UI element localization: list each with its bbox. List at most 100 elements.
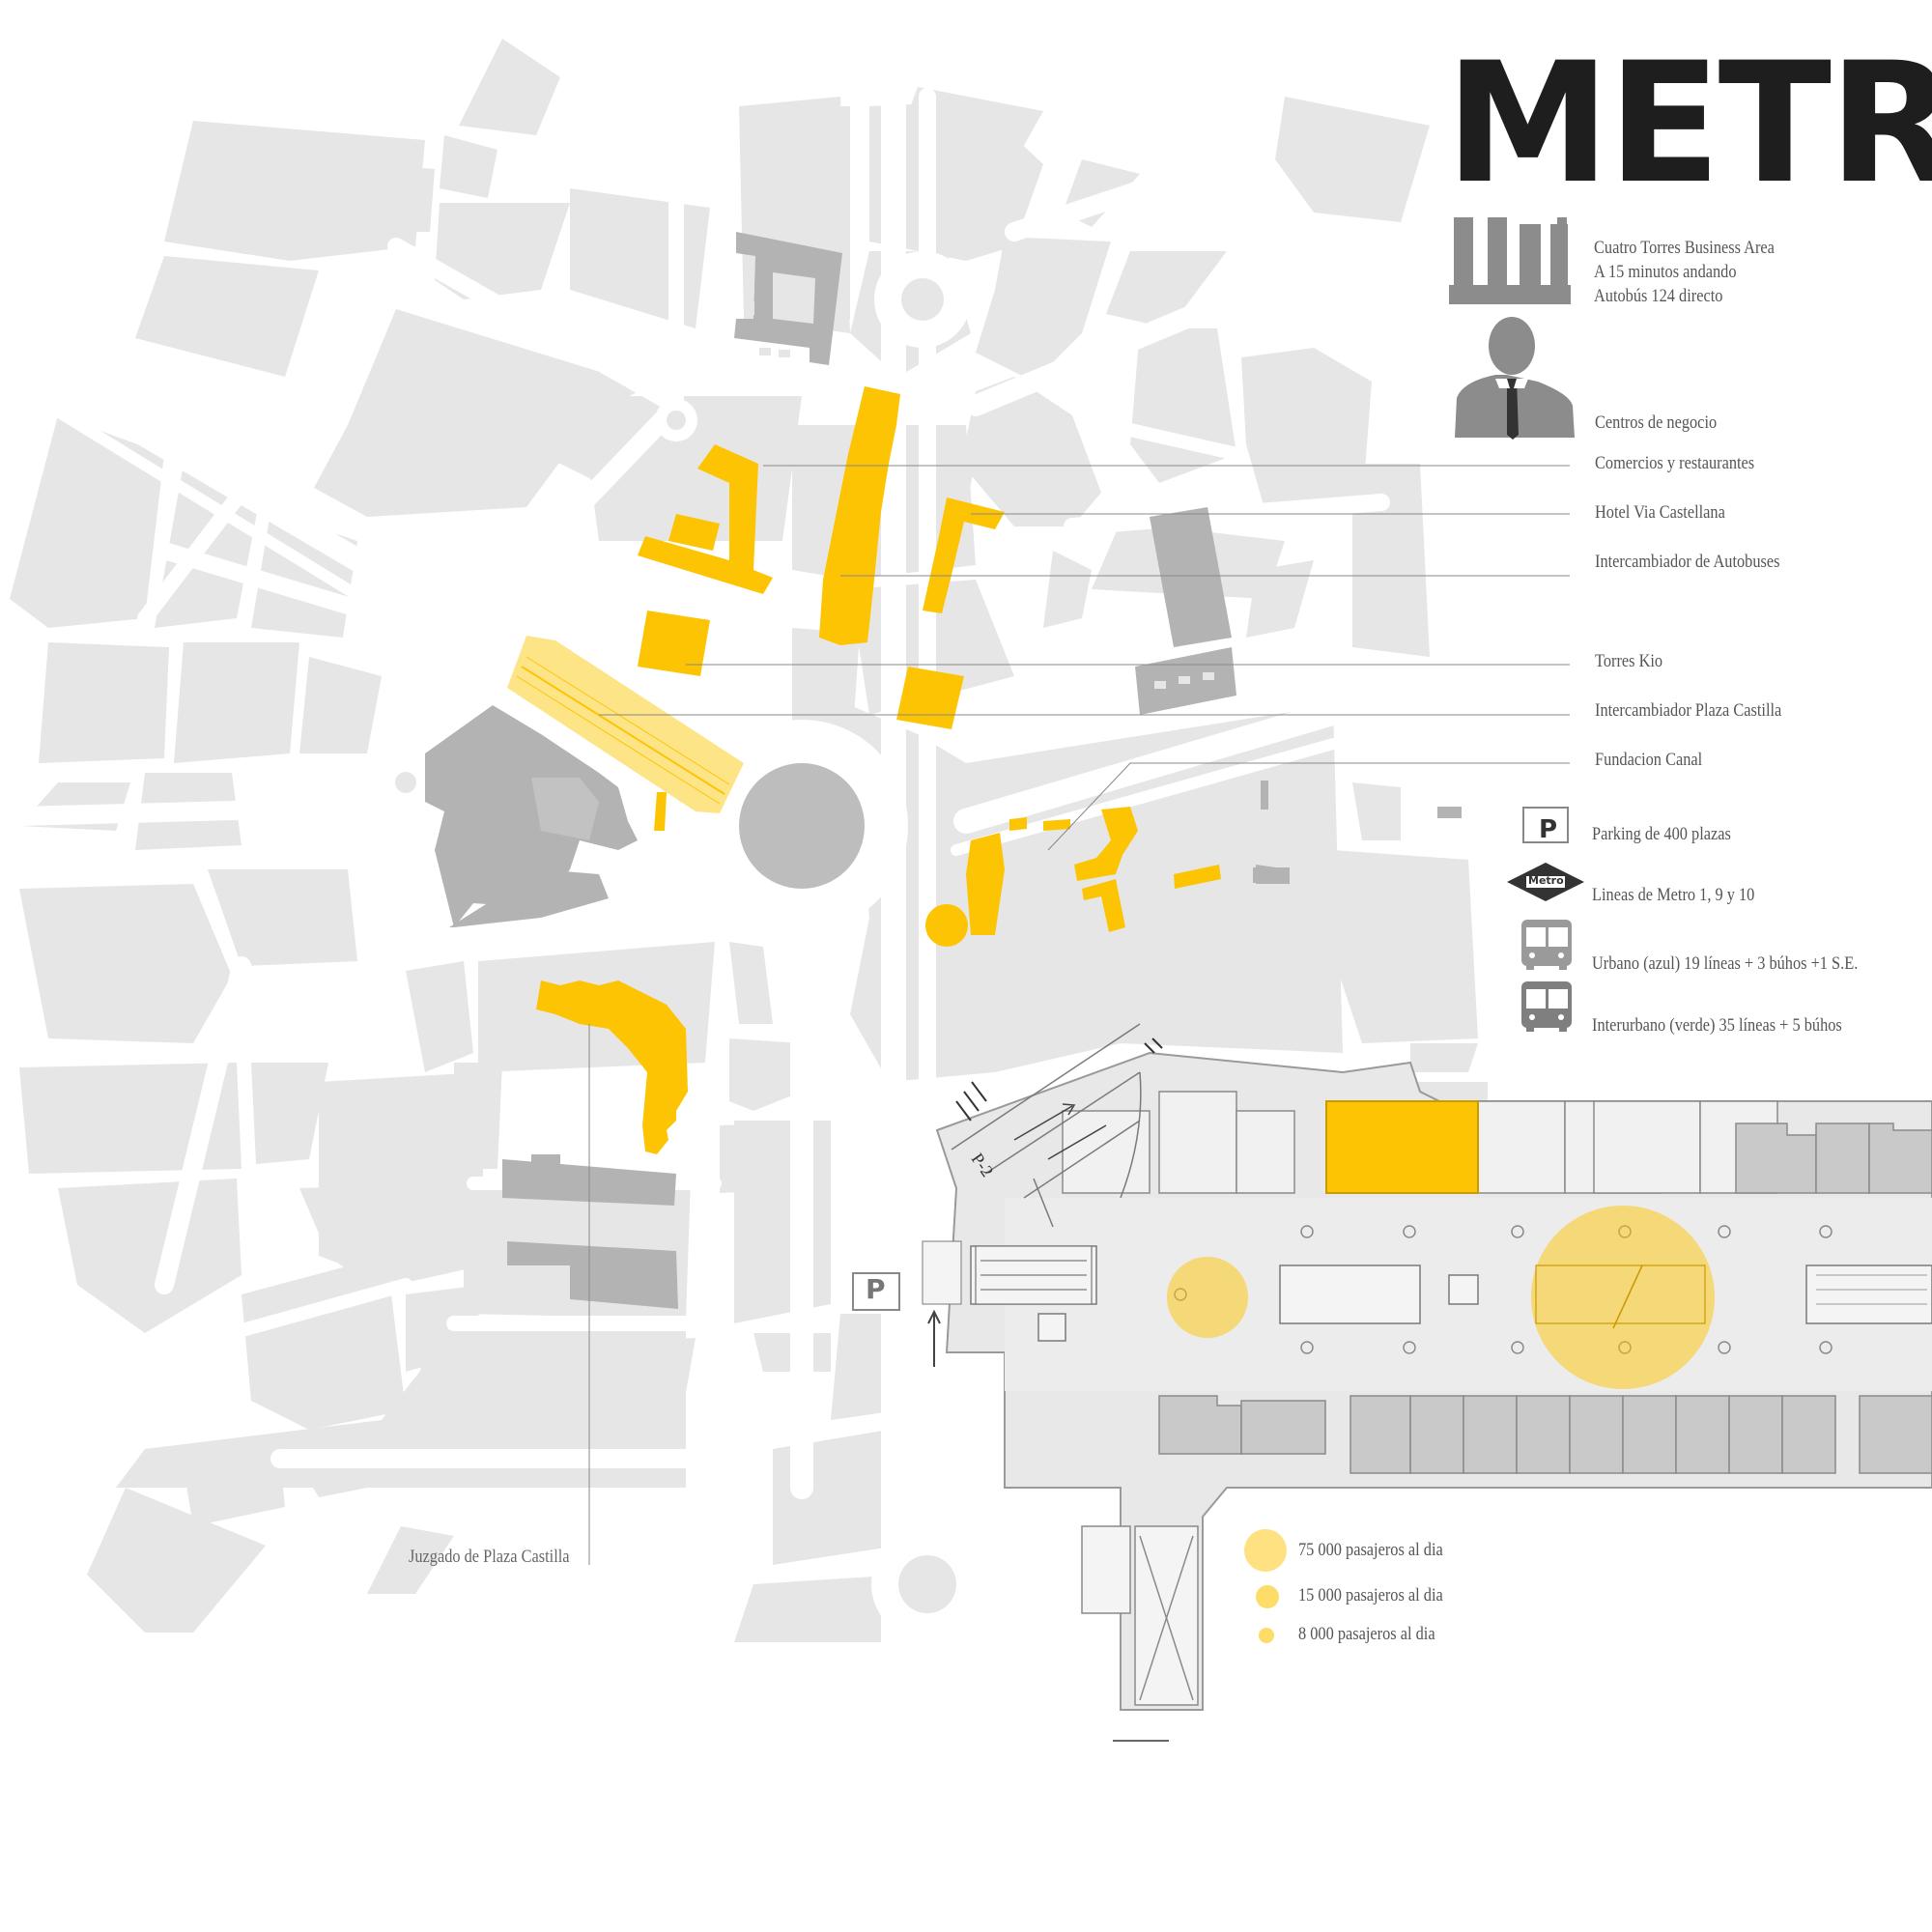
plan-entry-arrowhead: [927, 1309, 941, 1324]
hatch: [971, 1081, 987, 1102]
plan-entrance: [951, 1023, 1142, 1228]
passenger-circle-8000: [1259, 1628, 1274, 1643]
building-windows: [746, 280, 1214, 689]
passengers-75000: 75 000 pasajeros al dia: [1298, 1540, 1443, 1560]
city-block: [729, 1038, 802, 1111]
plan-column: [1300, 1225, 1314, 1238]
hatch: [963, 1091, 980, 1112]
city-block: [1246, 560, 1314, 638]
comercios-block-2: [668, 514, 720, 551]
intercambiador-line: [526, 656, 730, 785]
hatch: [1144, 1042, 1155, 1054]
plan-passenger-circle-large: [1531, 1206, 1715, 1389]
city-block: [1333, 850, 1478, 1043]
plan-room: [1409, 1395, 1464, 1474]
service-parking: Parking de 400 plazas: [1592, 824, 1731, 844]
ramp-arrowhead: [1062, 1103, 1076, 1116]
plan-room: [1236, 1110, 1295, 1194]
callout-plaza-castilla: Intercambiador Plaza Castilla: [1595, 700, 1782, 721]
bus-icon: [1521, 920, 1572, 970]
road: [965, 250, 1334, 416]
plan-column: [1403, 1341, 1416, 1354]
plan-column: [1511, 1341, 1524, 1354]
roundabout-south-center: [898, 1555, 956, 1613]
fundacion-canal-block: [966, 833, 1005, 935]
building-hotel-gray: [1150, 507, 1232, 647]
parking-icon: [1522, 807, 1569, 843]
passengers-8000: 8 000 pasajeros al dia: [1298, 1624, 1435, 1644]
floor-plan: [852, 1023, 1932, 1742]
plan-passenger-circle-medium: [1167, 1257, 1248, 1338]
service-metro: Lineas de Metro 1, 9 y 10: [1592, 885, 1755, 905]
city-block: [1352, 782, 1401, 840]
hatch: [1139, 1535, 1194, 1701]
window: [1203, 672, 1214, 680]
city-block: [39, 642, 169, 763]
road: [951, 738, 1339, 856]
passenger-circle-75000: [1244, 1529, 1287, 1572]
city-block: [19, 1063, 242, 1174]
intercambiador-line: [521, 666, 725, 795]
city-block: [961, 377, 1101, 526]
window: [779, 350, 790, 357]
plan-shaft-body: [1134, 1525, 1199, 1706]
plan-wall: [951, 1023, 1141, 1151]
city-block: [869, 101, 1043, 261]
comercios-block: [638, 444, 773, 594]
intercambiador-line: [516, 675, 721, 805]
plan-room: [1622, 1395, 1677, 1474]
city-block: [1275, 97, 1430, 222]
intercambiador-autobuses: [819, 386, 900, 645]
callout-comercios: Comercios y restaurantes: [1595, 453, 1755, 473]
building-east-slab: [1253, 867, 1290, 883]
metro-logo-icon: [1507, 863, 1584, 901]
window: [1154, 681, 1166, 689]
city-block: [729, 942, 773, 1024]
skyscraper-icon: [1449, 217, 1571, 304]
plan-shops-south: [1158, 1395, 1932, 1474]
plan-elevator: [1448, 1274, 1479, 1305]
plan-ramp-arrows: [1013, 1103, 1107, 1160]
building-plaza-complex: [425, 705, 638, 927]
plan-shops-north-gray: [1735, 1122, 1932, 1194]
callout-torres-kio: Torres Kio: [1595, 651, 1663, 671]
road: [1236, 144, 1334, 271]
plan-room: [1463, 1395, 1518, 1474]
plan-room: [1516, 1395, 1571, 1474]
service-urbano: Urbano (azul) 19 líneas + 3 búhos +1 S.E…: [1592, 953, 1859, 974]
road: [137, 446, 278, 626]
passengers-15000: 15 000 pasajeros al dia: [1298, 1585, 1443, 1605]
leader-fundacion: [1047, 762, 1570, 851]
intercambiador-plaza-castilla: [507, 636, 744, 813]
plan-room: [1569, 1395, 1624, 1474]
plan-column: [1511, 1225, 1524, 1238]
city-block: [174, 642, 299, 763]
passenger-legend: [1244, 1529, 1287, 1643]
building-plaza-complex-2: [531, 778, 599, 840]
city-block: [541, 1338, 696, 1430]
city-block: [319, 1072, 483, 1285]
city-block: [1043, 551, 1092, 628]
callout-fundacion-canal: Fundacion Canal: [1595, 750, 1703, 770]
city-block: [440, 135, 497, 198]
city-block: [1410, 1043, 1478, 1072]
city-block: [1352, 464, 1430, 657]
plan-escalator: [1535, 1264, 1706, 1324]
window: [759, 348, 771, 355]
plan-shop-highlight: [1325, 1100, 1479, 1194]
plan-hatch-marks: [955, 1037, 1163, 1122]
plan-stair-west: [922, 1240, 962, 1305]
hotel-via-castellana: [923, 497, 1005, 613]
city-block: [314, 309, 647, 517]
plan-room: [1158, 1091, 1237, 1194]
fundacion-canal-block-2: [1074, 807, 1138, 881]
window: [746, 280, 754, 294]
road: [225, 1278, 412, 1340]
towers-line-1: Cuatro Torres Business Area: [1594, 238, 1775, 258]
plan-wall: [1033, 1178, 1054, 1228]
fundacion-canal-block-5: [1043, 819, 1070, 831]
plan-wall: [1023, 1120, 1141, 1199]
callout-autobuses: Intercambiador de Autobuses: [1595, 552, 1780, 572]
fundacion-canal-block-6: [1174, 865, 1221, 889]
